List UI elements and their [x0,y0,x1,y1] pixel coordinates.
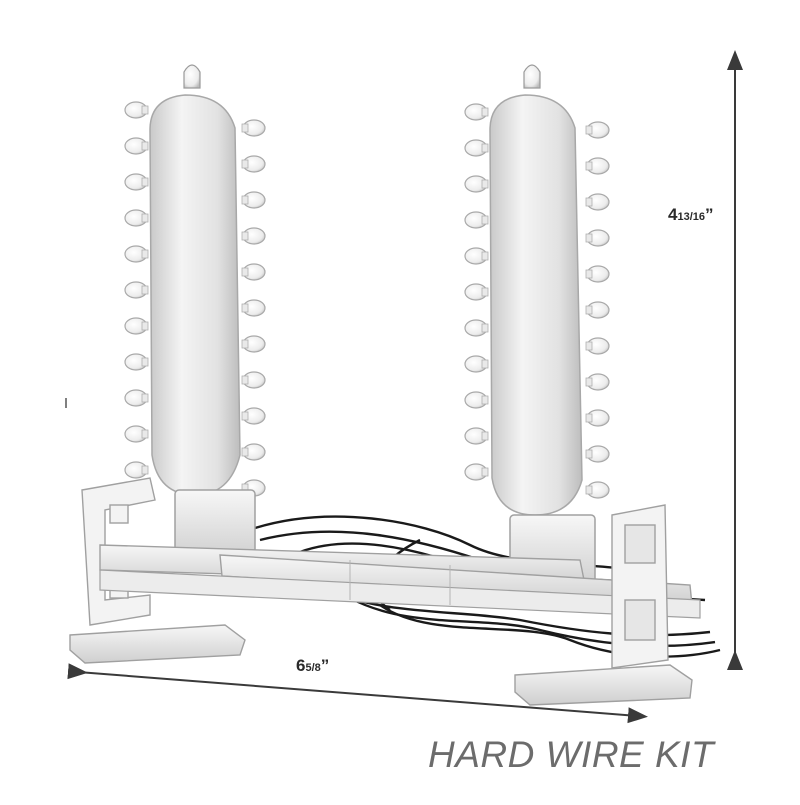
led-bulb-stem [141,357,149,367]
led-bulb-stem [585,449,593,459]
led-bulb-stem [141,213,149,223]
led-bulb-stem [241,267,249,277]
led-bulb-stem [481,179,489,189]
led-bulb-stem [141,105,149,115]
led-bulb-stem [585,305,593,315]
product-title: HARD WIRE KIT [428,734,715,775]
led-bulb-stem [481,467,489,477]
led-bulb-stem [585,269,593,279]
led-bulb-stem [241,159,249,169]
right-light-body [489,94,583,516]
led-bulb-stem [481,251,489,261]
width-dimension-arrow [67,663,648,724]
left-tip-bulb [183,64,201,89]
led-bulb-stem [585,485,593,495]
led-bulbs-left [124,101,266,497]
led-bulbs-right [464,103,610,499]
led-bulb-stem [585,233,593,243]
led-bulb-stem [481,143,489,153]
led-bulb-stem [241,411,249,421]
led-bulb-stem [241,303,249,313]
led-bulb-stem [481,215,489,225]
led-bulb-stem [481,287,489,297]
led-bulb-stem [141,321,149,331]
led-bulb-stem [141,429,149,439]
right-tip-bulb [523,64,541,89]
right-foot [514,664,693,706]
led-bulb-stem [481,431,489,441]
led-bulb-stem [481,359,489,369]
led-bulb-stem [585,125,593,135]
led-bulb-stem [585,161,593,171]
led-bulb-stem [241,375,249,385]
led-bulb-stem [585,413,593,423]
led-bulb-stem [241,447,249,457]
led-bulb-stem [481,323,489,333]
right-bracket [611,504,669,669]
led-bulb-stem [585,377,593,387]
led-bulb-stem [141,465,149,475]
led-bulb-stem [141,141,149,151]
led-bulb-stem [481,107,489,117]
left-light-body [149,94,241,496]
led-bulb-stem [585,341,593,351]
led-bulb-stem [141,177,149,187]
led-bulb-stem [241,231,249,241]
led-bulb-stem [481,395,489,405]
height-dimension-label: 413/16” [668,205,714,224]
led-bulb-stem [241,339,249,349]
led-bulb-stem [141,393,149,403]
led-bulb-stem [141,285,149,295]
width-dimension-label: 65/8” [296,656,330,675]
led-bulb-stem [241,123,249,133]
left-foot [69,624,246,664]
mounting-rail [99,544,701,619]
led-bulb-stem [141,249,149,259]
led-bulb-stem [241,195,249,205]
led-bulb-stem [585,197,593,207]
